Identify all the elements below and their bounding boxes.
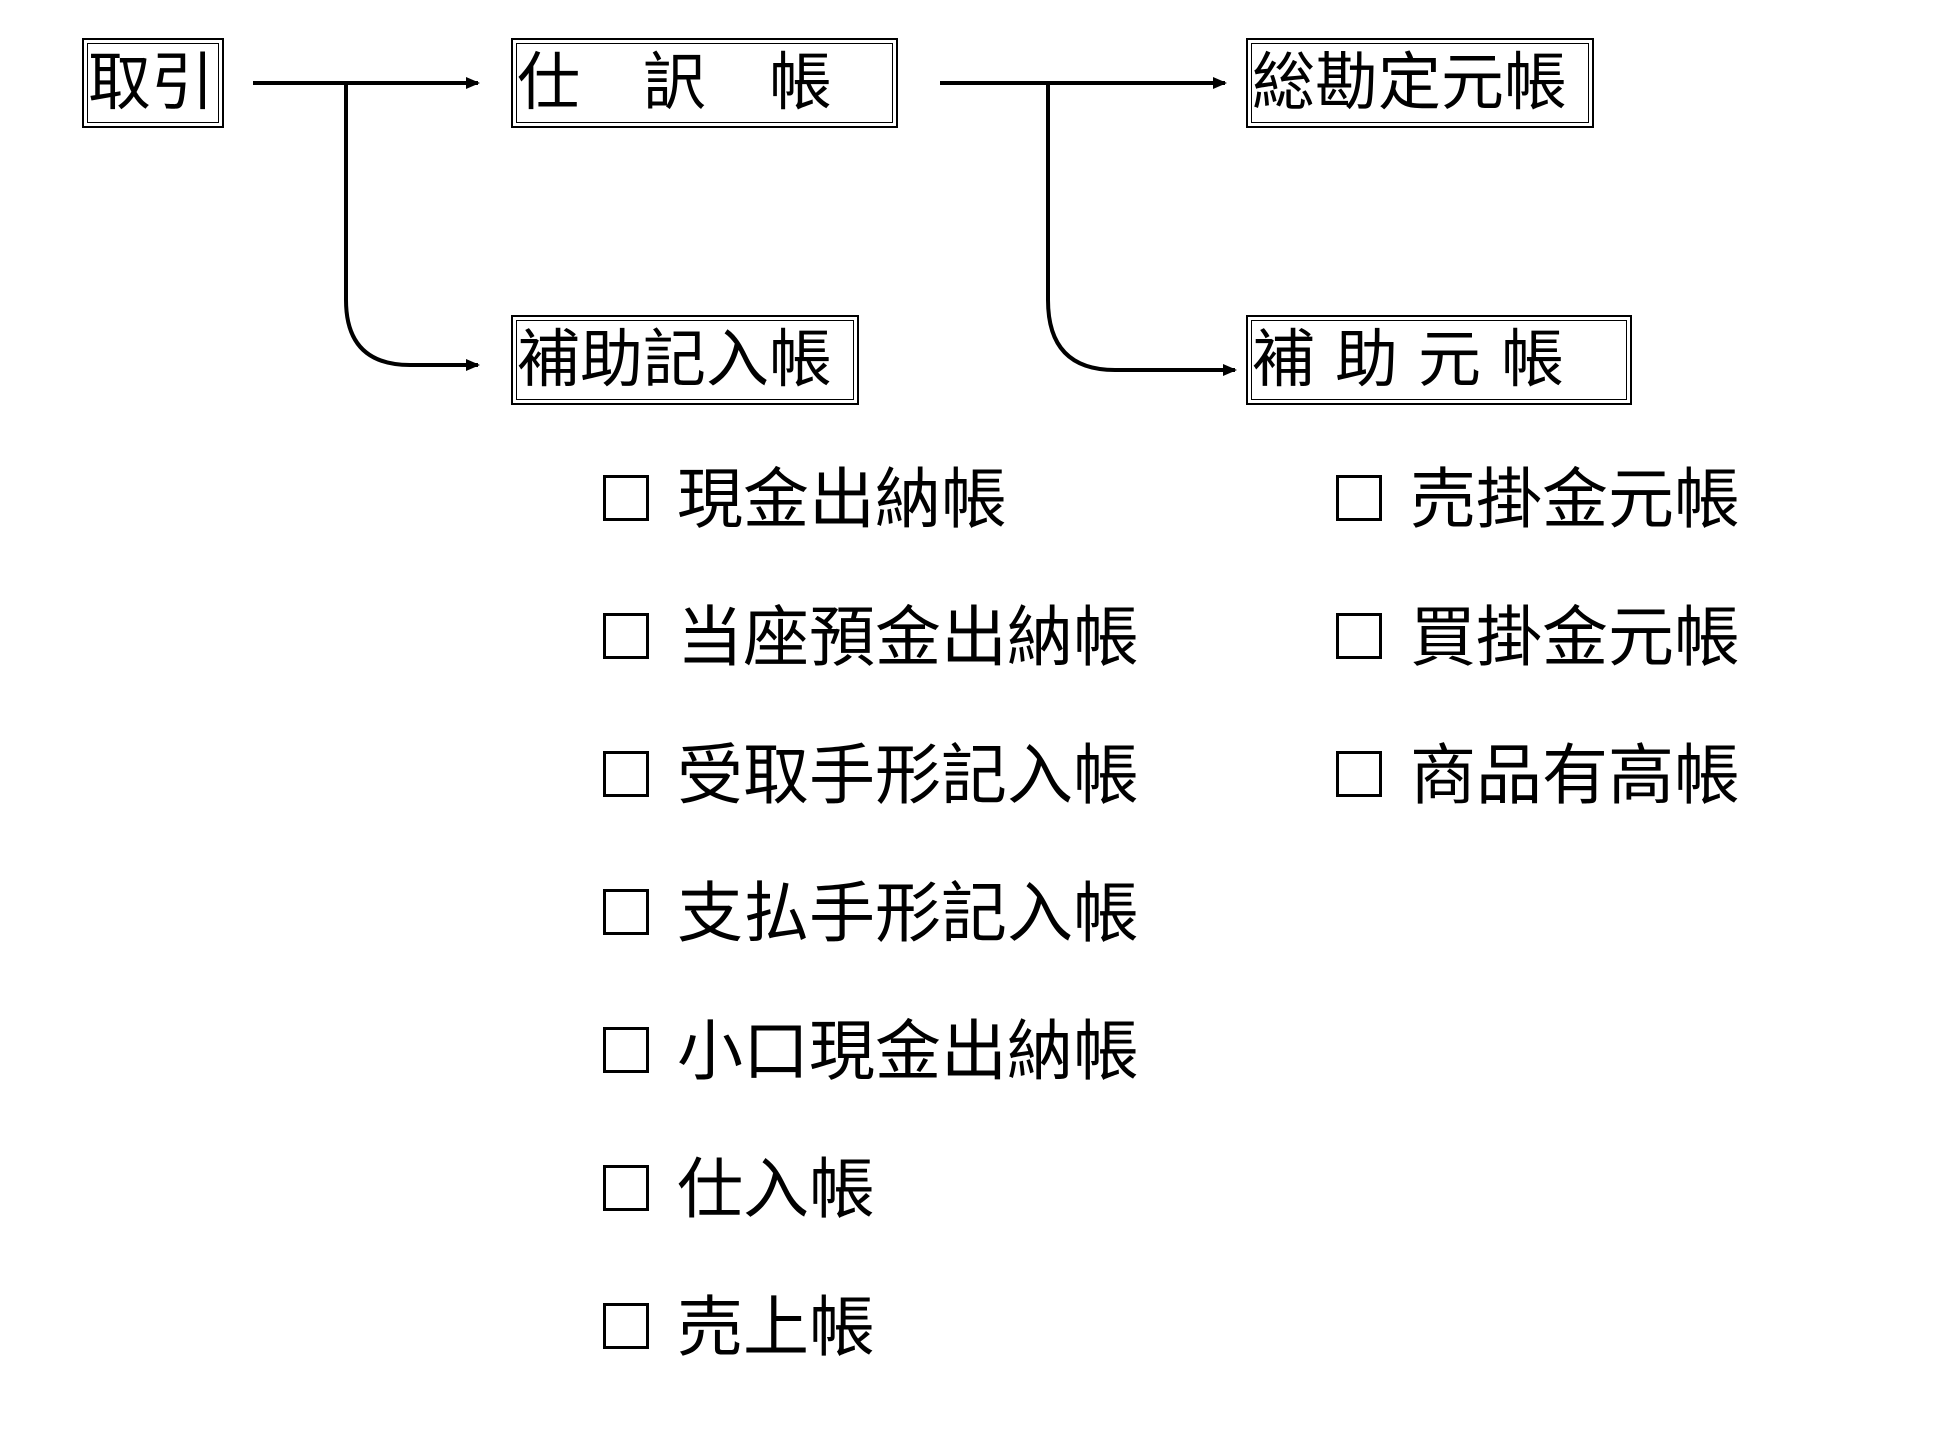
checkbox-icon [603,751,649,797]
journal-label: 仕 訳 帳 [517,46,832,119]
list-item-label: 当座預金出納帳 [677,599,1139,676]
subsidiary-register-label: 補助記入帳 [517,323,832,396]
list-item-label: 商品有高帳 [1410,737,1740,814]
checkbox-icon [1336,613,1382,659]
checkbox-icon [603,1165,649,1211]
checkbox-icon [603,1303,649,1349]
list-item-label: 支払手形記入帳 [677,875,1139,952]
subsidiary-ledger-box: 補 助 元 帳 [1246,315,1632,405]
checkbox-icon [603,613,649,659]
list-item-label: 受取手形記入帳 [677,737,1139,814]
list-item-label: 小口現金出納帳 [677,1013,1139,1090]
subsidiary-ledger-list: 売掛金元帳 買掛金元帳 商品有高帳 [1336,460,1836,860]
transaction-box: 取引 [82,38,224,128]
subsidiary-register-box: 補助記入帳 [511,315,859,405]
list-item-label: 売掛金元帳 [1410,461,1740,538]
general-ledger-box: 総勘定元帳 [1246,38,1594,128]
checkbox-icon [1336,751,1382,797]
subsidiary-register-list: 現金出納帳 当座預金出納帳 受取手形記入帳 支払手形記入帳 小口現金出納帳 仕入… [603,460,1203,1366]
list-item-label: 買掛金元帳 [1410,599,1740,676]
transaction-label: 取引 [88,46,214,119]
list-item-label: 売上帳 [677,1289,875,1366]
checkbox-icon [603,1027,649,1073]
general-ledger-label: 総勘定元帳 [1252,46,1567,119]
checkbox-icon [603,475,649,521]
arrow-transaction-to-subsidiary-register [344,83,480,371]
list-item-label: 仕入帳 [677,1151,875,1228]
arrow-journal-to-subsidiary-ledger [1046,83,1237,376]
checkbox-icon [1336,475,1382,521]
subsidiary-ledger-label: 補 助 元 帳 [1252,323,1565,396]
list-item-label: 現金出納帳 [677,461,1007,538]
journal-box: 仕 訳 帳 [511,38,898,128]
checkbox-icon [603,889,649,935]
